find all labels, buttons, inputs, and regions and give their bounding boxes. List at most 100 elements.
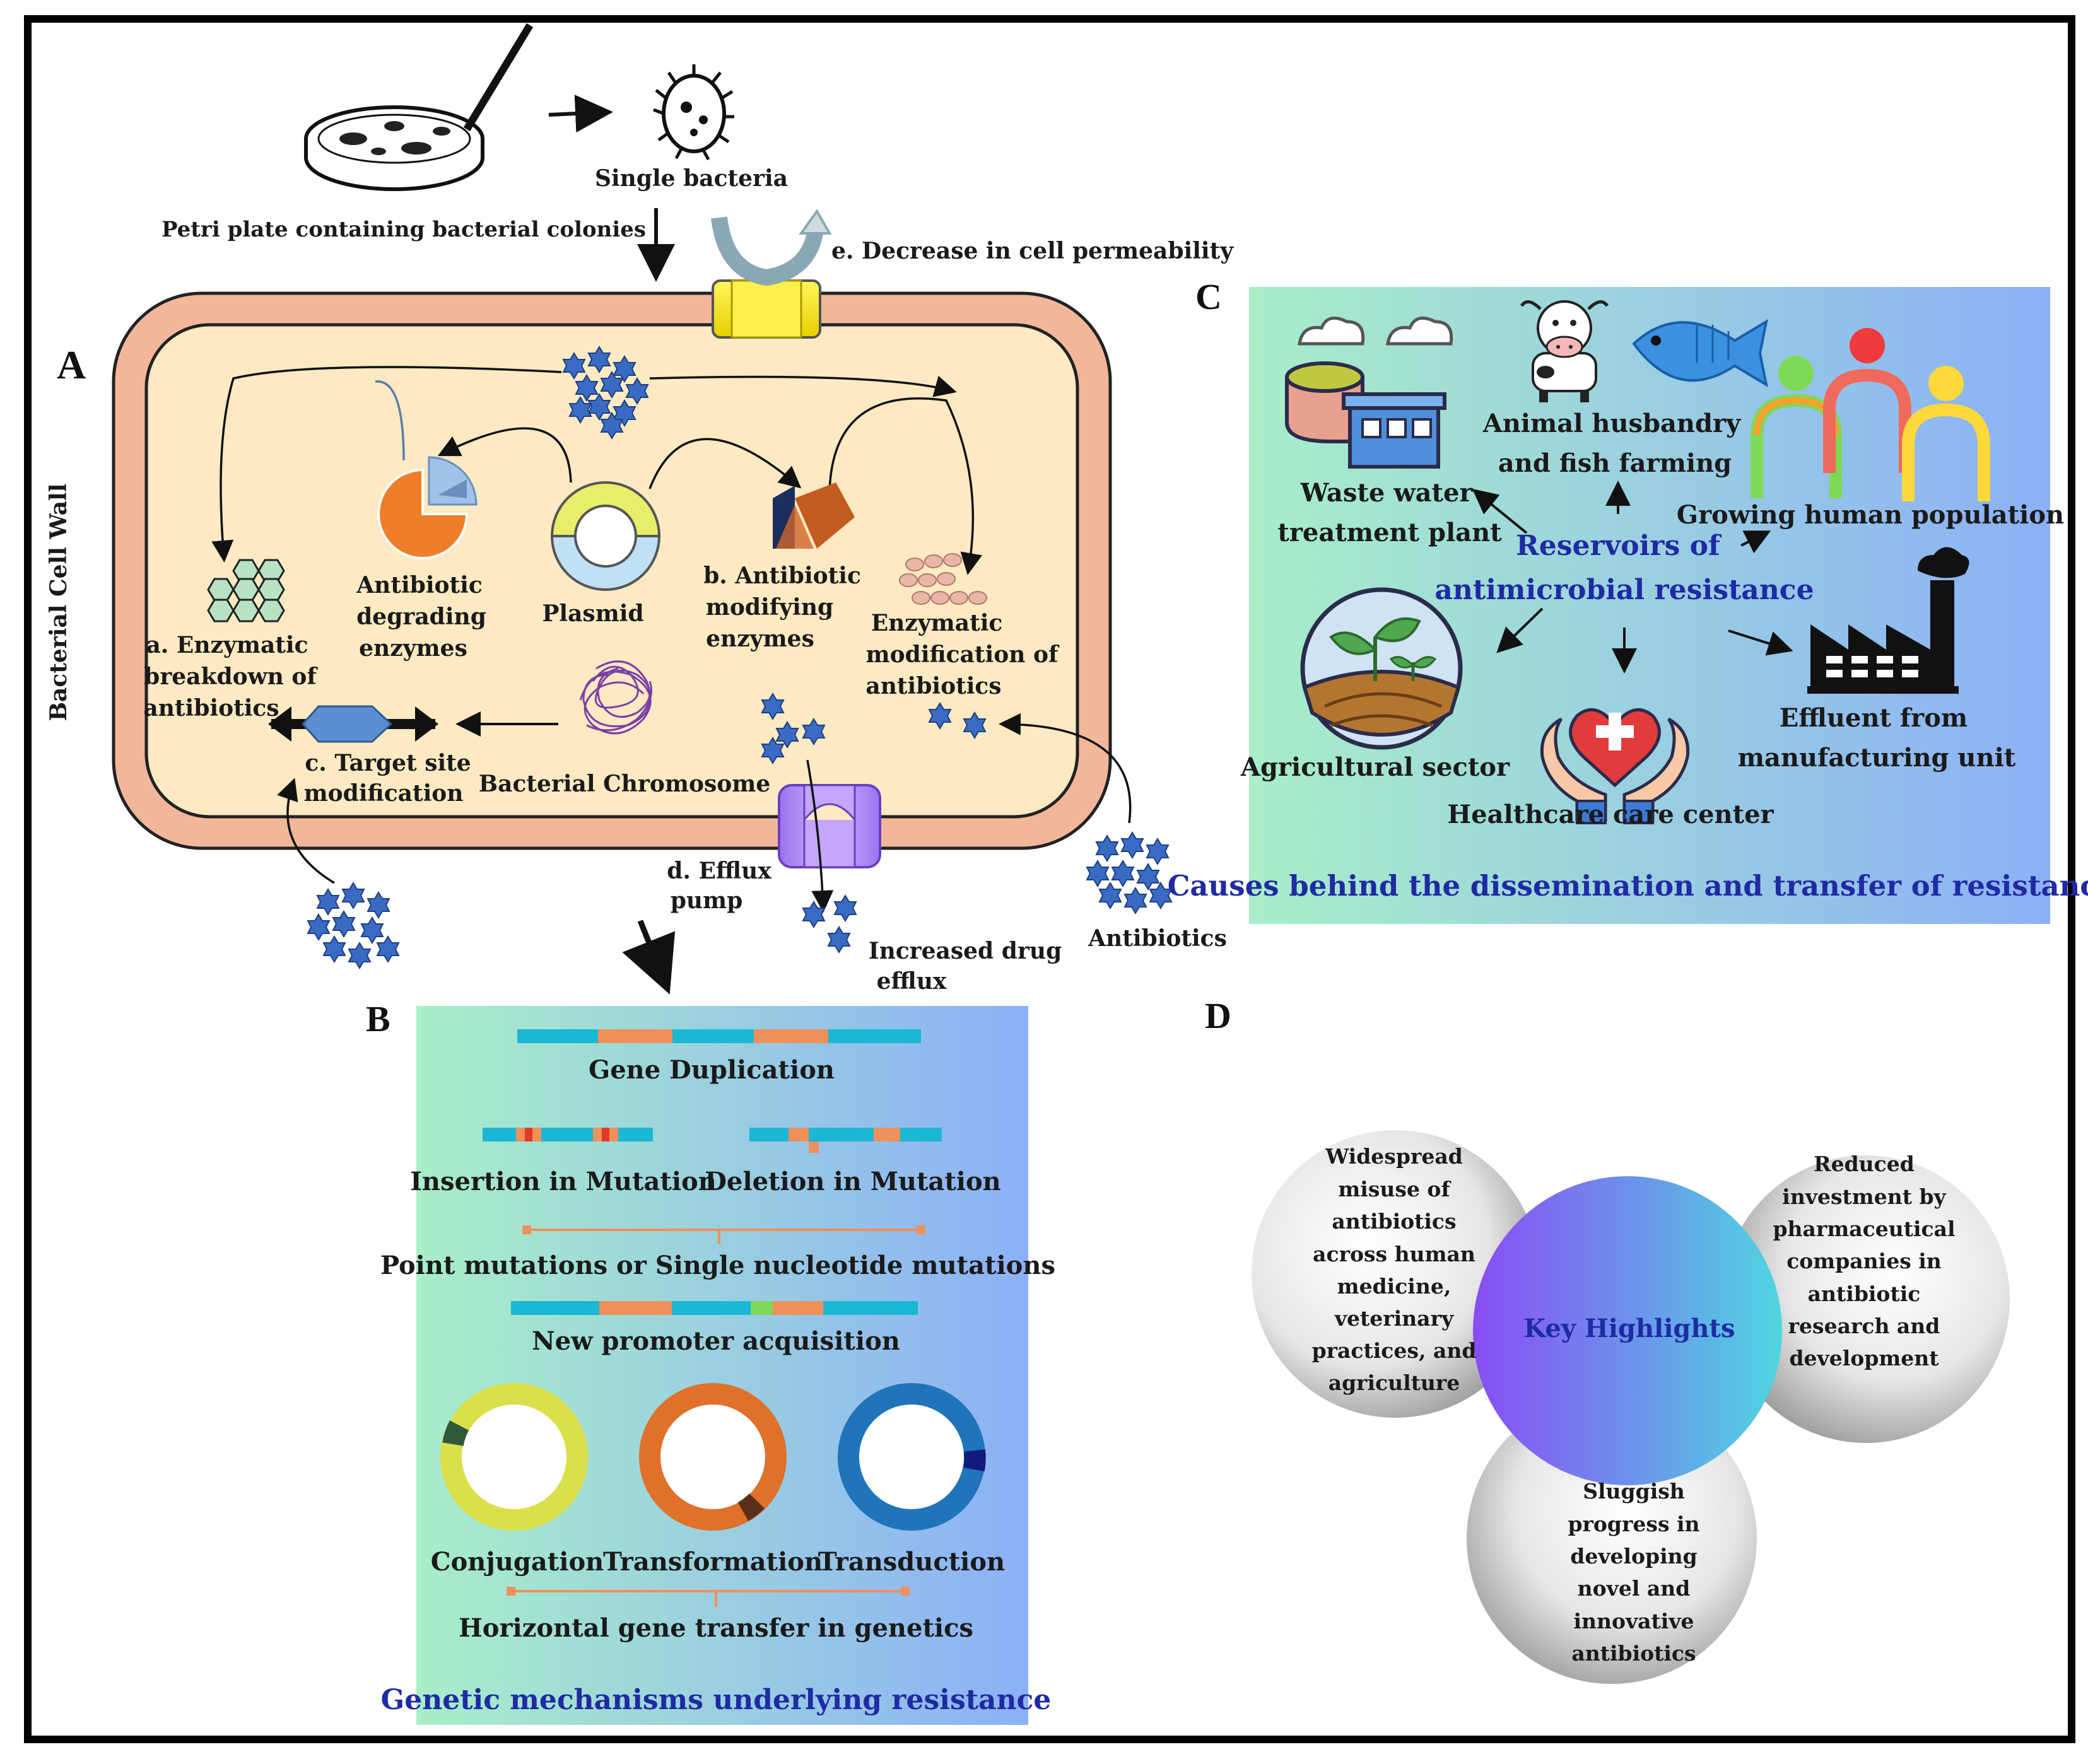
breakdown-label-1: a. Enzymatic (146, 632, 308, 658)
animal-label-1: Animal husbandry (1482, 409, 1742, 438)
panel-d: D Key Highlights Widespread misuse of an… (1205, 995, 2010, 1684)
target-site-icon (268, 705, 438, 743)
left-line: antibiotics (1332, 1209, 1456, 1234)
efflux-label-2: pump (671, 887, 743, 914)
arrow-top-to-hexagons (211, 366, 562, 563)
permeability-label: e. Decrease in cell permeability (831, 238, 1234, 264)
antibiotics-label: Antibiotics (1088, 925, 1227, 952)
reservoirs-label-1: Reservoirs of (1516, 530, 1722, 562)
animal-label-2: and fish farming (1498, 448, 1732, 478)
panel-letter-d: D (1205, 995, 1231, 1036)
bottom-line: Sluggish (1583, 1479, 1685, 1504)
arrow-res-to-effluent (1728, 629, 1793, 656)
panel-a: A Single bacteria Petri plate containing… (45, 23, 1234, 995)
transformation-ring-icon (639, 1383, 787, 1531)
panel-letter-c: C (1195, 276, 1222, 317)
arrow-petri-to-bacteria (548, 95, 613, 133)
deletion-bar (749, 1128, 942, 1153)
porin-channel-icon (711, 209, 832, 339)
chromosome-label: Bacterial Chromosome (479, 771, 771, 797)
key-highlights-label: Key Highlights (1524, 1314, 1735, 1343)
panel-c-title: Causes behind the dissemination and tran… (1168, 869, 2088, 902)
antibiotic-cluster-left (307, 882, 399, 969)
bottom-line: innovative (1573, 1609, 1694, 1633)
target-label-2: modification (304, 780, 464, 807)
arrow-left-to-target (277, 778, 335, 884)
insertion-label: Insertion in Mutation (410, 1167, 717, 1196)
degrading-label-2: degrading (356, 604, 486, 630)
modifying-enzyme-icon (773, 482, 855, 549)
hgt-label: Horizontal gene transfer in genetics (459, 1613, 973, 1643)
promoter-bar (511, 1301, 918, 1315)
conjugation-ring-icon (440, 1383, 588, 1531)
right-line: companies in (1786, 1249, 1942, 1273)
hgt-bracket (507, 1587, 910, 1607)
waste-label-2: treatment plant (1277, 518, 1502, 547)
agri-label: Agricultural sector (1240, 752, 1510, 782)
degrading-enzyme-icon (377, 456, 478, 559)
transformation-label: Transformation (603, 1547, 823, 1577)
highlight-text-bottom: Sluggish progress in developing novel an… (1568, 1479, 1699, 1666)
degrading-label-3: enzymes (359, 635, 467, 662)
point-mutation-label: Point mutations or Single nucleotide mut… (380, 1251, 1055, 1280)
cow-icon (1520, 300, 1609, 402)
bottom-line: progress in (1568, 1512, 1699, 1536)
arrow-degrading-to-top (375, 380, 405, 461)
antibiotic-stars-efflux (802, 895, 857, 953)
left-line: veterinary (1334, 1306, 1454, 1331)
agriculture-icon (1300, 587, 1463, 750)
left-line: Widespread (1325, 1144, 1463, 1169)
right-line: pharmaceutical (1773, 1217, 1955, 1241)
bottom-line: novel and (1578, 1576, 1691, 1601)
conjugation-label: Conjugation (431, 1547, 604, 1577)
efflux-pump-icon (778, 784, 881, 868)
left-line: medicine, (1337, 1274, 1452, 1299)
petri-dish-icon (304, 23, 534, 191)
highlight-text-left: Widespread misuse of antibiotics across … (1312, 1144, 1477, 1395)
breakdown-label-3: antibiotics (143, 695, 279, 721)
figure-frame (24, 15, 2075, 1743)
arrow-plasmid-to-modifying (648, 438, 802, 489)
petri-plate-label: Petri plate containing bacterial colonie… (161, 217, 646, 242)
arrow-res-to-waste (1472, 488, 1528, 534)
modifying-label-1: b. Antibiotic (703, 563, 861, 589)
enzmod-label-3: antibiotics (865, 673, 1001, 699)
reservoirs-label-2: antimicrobial resistance (1434, 574, 1814, 606)
bacterium-icon (653, 64, 734, 161)
modified-antibiotics-icon (899, 553, 987, 605)
promoter-label: New promoter acquisition (532, 1326, 900, 1356)
panel-letter-a: A (57, 342, 86, 387)
increased-label-1: Increased drug (869, 938, 1062, 964)
panel-b-title: Genetic mechanisms underlying resistance (381, 1684, 1052, 1716)
transduction-ring-icon (838, 1383, 986, 1531)
insertion-bar (483, 1128, 653, 1142)
wastewater-plant-icon (1285, 316, 1453, 469)
increased-label-2: efflux (877, 968, 947, 995)
waste-label-1: Waste water (1299, 478, 1473, 508)
deletion-label: Deletion in Mutation (705, 1167, 1001, 1196)
bottom-line: antibiotics (1571, 1641, 1696, 1666)
panel-b: B Gene Duplication Insertion in Mutation… (366, 998, 1055, 1725)
arrow-top-to-enzmod (649, 375, 957, 397)
highlight-circle-right (1722, 1155, 2010, 1443)
gene-duplication-label: Gene Duplication (589, 1055, 835, 1085)
key-highlights-circle (1473, 1176, 1782, 1485)
highlight-circle-left (1252, 1130, 1539, 1418)
highlight-text-right: Reduced investment by pharmaceutical com… (1773, 1152, 1955, 1370)
gene-duplication-bar (517, 1029, 921, 1043)
panel-letter-b: B (366, 998, 390, 1039)
human-label: Growing human population (1677, 500, 2064, 530)
effluent-label-2: manufacturing unit (1738, 743, 2016, 773)
plasmid-label: Plasmid (542, 600, 643, 627)
effluent-label-1: Effluent from (1780, 703, 1968, 733)
single-bacteria-label: Single bacteria (595, 165, 788, 192)
cell-wall-label: Bacterial Cell Wall (45, 484, 72, 721)
modifying-label-2: modifying (706, 594, 833, 621)
fish-icon (1632, 318, 1768, 388)
degrading-label-1: Antibiotic (356, 572, 483, 599)
enzmod-label-1: Enzymatic (871, 610, 1003, 636)
bottom-line: developing (1570, 1544, 1697, 1568)
arrow-antibiotics-to-cell (999, 713, 1132, 824)
transduction-label: Transduction (818, 1547, 1005, 1577)
chromosome-icon (579, 660, 652, 735)
